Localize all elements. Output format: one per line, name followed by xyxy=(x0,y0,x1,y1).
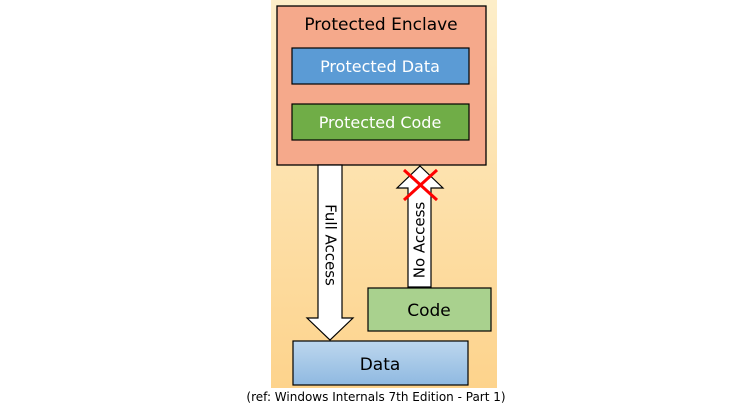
enclave-title: Protected Enclave xyxy=(304,15,457,35)
protected-code-box: Protected Code xyxy=(291,103,470,141)
protected-data-label: Protected Data xyxy=(320,57,440,76)
protected-code-label: Protected Code xyxy=(319,113,442,132)
data-box: Data xyxy=(292,340,469,386)
protected-data-box: Protected Data xyxy=(291,47,470,85)
data-label: Data xyxy=(360,355,401,375)
code-box: Code xyxy=(367,287,492,332)
code-label: Code xyxy=(407,301,451,321)
cross-mark-icon xyxy=(402,168,439,202)
full-access-label: Full Access xyxy=(322,204,340,286)
reference-caption: (ref: Windows Internals 7th Edition - Pa… xyxy=(246,390,506,404)
no-access-label: No Access xyxy=(411,202,429,279)
full-access-arrow: Full Access xyxy=(305,164,355,341)
protected-enclave: Protected Enclave xyxy=(276,5,487,166)
